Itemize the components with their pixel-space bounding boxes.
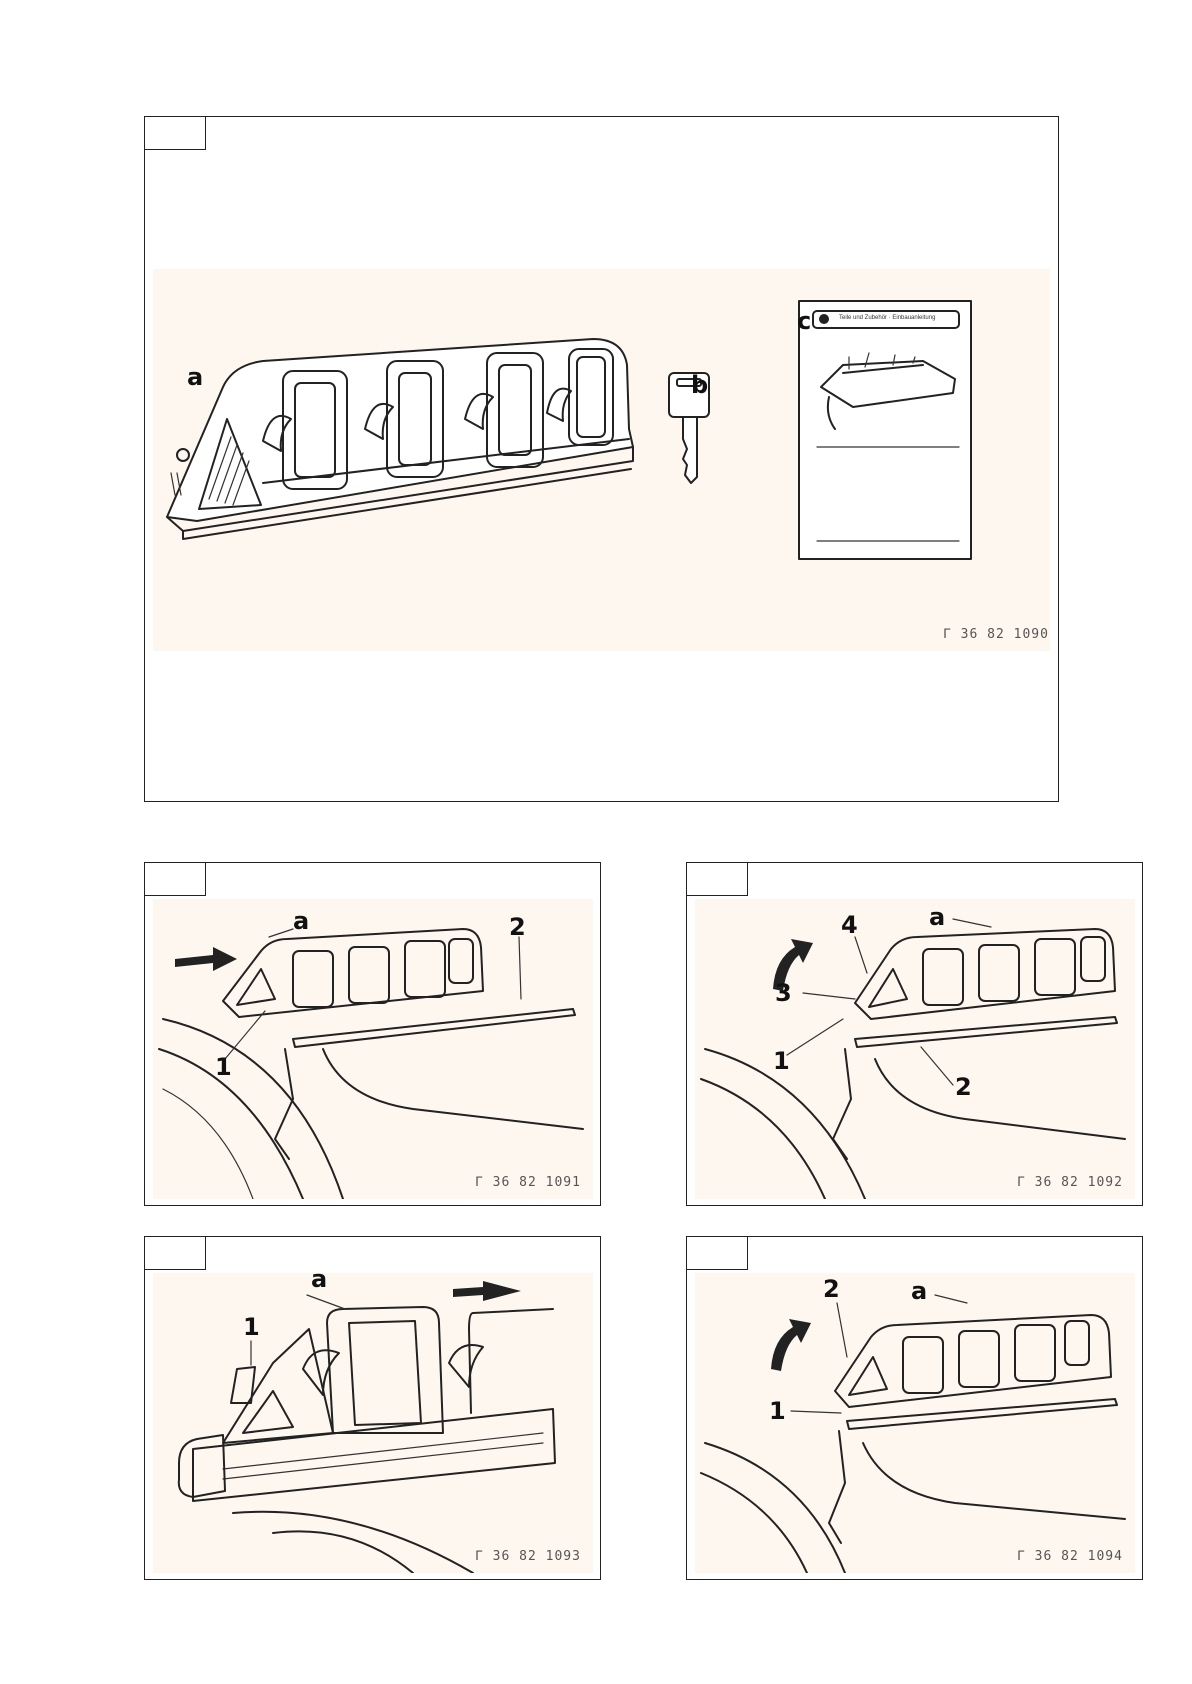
figure-code: Γ 36 82 1090 <box>943 627 1049 642</box>
step-drawing <box>695 899 1135 1199</box>
step-drawing <box>695 1273 1135 1573</box>
instruction-leaflet-drawing <box>799 301 971 559</box>
ski-holder-drawing <box>167 339 633 539</box>
step-panel-4: a 2 1 Γ 36 82 1094 <box>686 1236 1143 1580</box>
callout-1: 1 <box>243 1315 260 1339</box>
callout-a: a <box>293 909 309 933</box>
callout-4: 4 <box>841 913 858 937</box>
step-illustration: a 4 3 1 2 Γ 36 82 1092 <box>695 899 1135 1199</box>
figure-code: Γ 36 82 1091 <box>475 1175 581 1190</box>
callout-a: a <box>911 1279 927 1303</box>
callout-a: a <box>311 1273 327 1291</box>
callout-c: c <box>797 309 811 333</box>
leaflet-header-text: Teile und Zubehör · Einbauanleitung <box>839 315 935 321</box>
step-illustration: a 2 1 Γ 36 82 1091 <box>153 899 593 1199</box>
step-illustration: a 1 Γ 36 82 1093 <box>153 1273 593 1573</box>
step-drawing <box>153 1273 593 1573</box>
step-tab <box>144 862 206 896</box>
overview-step-tab <box>144 116 206 150</box>
step-panel-2: a 4 3 1 2 Γ 36 82 1092 <box>686 862 1143 1206</box>
figure-code: Γ 36 82 1094 <box>1017 1549 1123 1564</box>
callout-2: 2 <box>955 1075 972 1099</box>
step-drawing <box>153 899 593 1199</box>
callout-1: 1 <box>773 1049 790 1073</box>
overview-drawing <box>153 269 1050 651</box>
callout-a: a <box>929 905 945 929</box>
figure-code: Γ 36 82 1093 <box>475 1549 581 1564</box>
callout-2: 2 <box>823 1277 840 1301</box>
figure-code: Γ 36 82 1092 <box>1017 1175 1123 1190</box>
step-panel-1: a 2 1 Γ 36 82 1091 <box>144 862 601 1206</box>
overview-illustration: Teile und Zubehör · Einbauanleitung a b … <box>153 269 1050 651</box>
callout-1: 1 <box>215 1055 232 1079</box>
step-tab <box>144 1236 206 1270</box>
callout-1: 1 <box>769 1399 786 1423</box>
overview-panel: Teile und Zubehör · Einbauanleitung a b … <box>144 116 1059 802</box>
step-tab <box>686 1236 748 1270</box>
step-tab <box>686 862 748 896</box>
step-illustration: a 2 1 Γ 36 82 1094 <box>695 1273 1135 1573</box>
callout-a: a <box>187 365 203 389</box>
callout-b: b <box>691 373 708 397</box>
step-panel-3: a 1 Γ 36 82 1093 <box>144 1236 601 1580</box>
callout-2: 2 <box>509 915 526 939</box>
callout-3: 3 <box>775 981 792 1005</box>
